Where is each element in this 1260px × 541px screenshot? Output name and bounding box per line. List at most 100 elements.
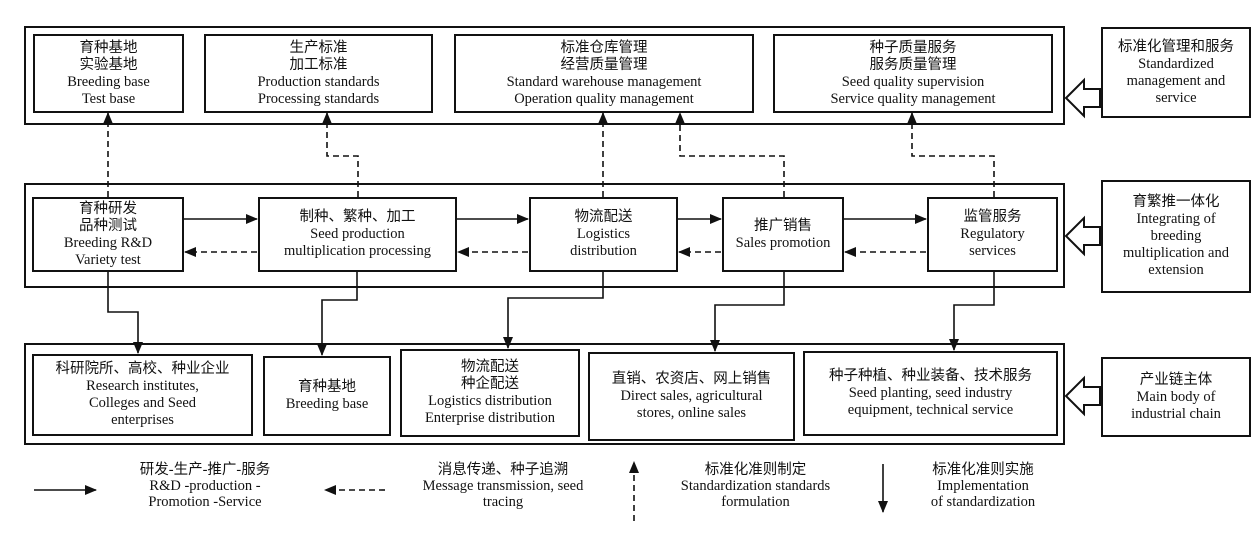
- text-line: 育种基地: [298, 379, 356, 395]
- text-line: of standardization: [930, 494, 1036, 510]
- text-line: 物流配送: [461, 359, 519, 375]
- hollow-arrow-top: [1064, 77, 1101, 119]
- text-line: 品种测试: [79, 217, 137, 234]
- box-enterprise-distribution: 物流配送 种企配送 Logistics distribution Enterpr…: [400, 349, 580, 437]
- text-line: service: [1155, 89, 1197, 106]
- text-line: distribution: [570, 243, 637, 259]
- text-line: 直销、农资店、网上销售: [611, 371, 772, 387]
- legend-standardization-formulation-text: 标准化准则制定 Standardization standards formul…: [643, 462, 868, 510]
- text-line: Production standards: [257, 73, 380, 90]
- text-line: multiplication processing: [284, 243, 431, 259]
- box-warehouse-management: 标准仓库管理 经营质量管理 Standard warehouse managem…: [454, 34, 754, 113]
- text-line: Promotion -Service: [148, 494, 262, 510]
- hollow-arrow-middle: [1064, 215, 1101, 257]
- text-line: enterprises: [111, 412, 174, 428]
- box-logistics-distribution: 物流配送 Logistics distribution: [529, 197, 678, 272]
- text-line: 育种研发: [79, 200, 137, 217]
- text-line: Integrating of: [1136, 211, 1216, 227]
- text-line: Seed planting, seed industry: [848, 385, 1013, 401]
- text-line: 育繁推一体化: [1132, 194, 1220, 210]
- text-line: Direct sales, agricultural: [620, 388, 763, 404]
- text-line: equipment, technical service: [847, 402, 1014, 418]
- text-line: Breeding R&D: [63, 234, 153, 251]
- row-frame-bottom: [24, 343, 1065, 445]
- text-line: 推广销售: [754, 217, 812, 234]
- box-breeding-test-base: 育种基地 实验基地 Breeding base Test base: [33, 34, 184, 113]
- hollow-side-arrows: [1064, 77, 1101, 417]
- text-line: Standardization standards: [680, 478, 831, 494]
- text-line: 生产标准: [289, 39, 348, 56]
- text-line: Regulatory: [960, 226, 1025, 242]
- legend-implementation-text: 标准化准则实施 Implementation of standardizatio…: [893, 462, 1073, 510]
- arrow-logistics-to-distribution: [503, 272, 604, 349]
- box-regulatory-services: 监管服务 Regulatory services: [927, 197, 1058, 272]
- text-line: Test base: [81, 90, 136, 107]
- text-line: services: [969, 243, 1016, 259]
- text-line: Seed quality supervision: [841, 73, 985, 90]
- text-line: Colleges and Seed: [88, 395, 197, 411]
- text-line: Message transmission, seed: [422, 478, 584, 494]
- box-direct-sales: 直销、农资店、网上销售 Direct sales, agricultural s…: [588, 352, 795, 441]
- side-label-standardized-management: 标准化管理和服务 Standardized management and ser…: [1101, 27, 1251, 118]
- text-line: 经营质量管理: [560, 56, 648, 73]
- hollow-arrow-bottom: [1064, 375, 1101, 417]
- text-line: 实验基地: [79, 56, 138, 73]
- text-line: Logistics: [576, 226, 631, 242]
- legend-glyphs: [34, 461, 888, 521]
- text-line: Standard warehouse management: [506, 73, 702, 90]
- text-line: Processing standards: [257, 90, 380, 107]
- text-line: Seed production: [310, 226, 405, 242]
- text-line: 育种基地: [79, 39, 138, 56]
- arrow-sales-to-direct-sales: [710, 272, 785, 352]
- text-line: Variety test: [75, 251, 141, 268]
- text-line: Implementation: [937, 478, 1029, 494]
- side-label-integrating-breeding: 育繁推一体化 Integrating of breeding multiplic…: [1101, 180, 1251, 293]
- text-line: Sales promotion: [735, 234, 831, 251]
- text-line: R&D -production -: [149, 478, 261, 494]
- text-line: 消息传递、种子追溯: [437, 462, 569, 478]
- arrow-production-to-standards: [322, 112, 359, 197]
- arrow-sales-to-warehouse: [675, 112, 785, 197]
- text-line: 标准仓库管理: [560, 39, 648, 56]
- text-line: Enterprise distribution: [424, 410, 556, 426]
- text-line: Research institutes,: [86, 378, 199, 394]
- box-seed-production: 制种、繁种、加工 Seed production multiplication …: [258, 197, 457, 272]
- text-line: stores, online sales: [636, 405, 747, 421]
- text-line: formulation: [721, 494, 790, 510]
- text-line: Service quality management: [830, 90, 996, 107]
- text-line: Main body of: [1136, 388, 1216, 405]
- text-line: 服务质量管理: [869, 56, 957, 73]
- text-line: Breeding base: [67, 73, 150, 90]
- text-line: 标准化准则制定: [704, 462, 807, 478]
- text-line: 加工标准: [289, 56, 348, 73]
- text-line: breeding: [1150, 228, 1202, 244]
- row-frame-middle: [24, 183, 1065, 288]
- row-frame-top: [24, 26, 1065, 125]
- text-line: 科研院所、高校、种业企业: [55, 361, 230, 377]
- text-line: 监管服务: [963, 209, 1022, 225]
- text-line: multiplication and: [1123, 245, 1229, 261]
- text-line: 种子种植、种业装备、技术服务: [829, 368, 1032, 384]
- text-line: tracing: [482, 494, 524, 510]
- arrow-rd-to-research: [107, 272, 143, 354]
- legend-rd-production-text: 研发-生产-推广-服务 R&D -production - Promotion …: [100, 462, 310, 510]
- text-line: Operation quality management: [514, 90, 694, 107]
- text-line: Breeding base: [285, 396, 369, 412]
- box-sales-promotion: 推广销售 Sales promotion: [722, 197, 844, 272]
- text-line: industrial chain: [1131, 405, 1221, 422]
- box-seed-quality-service: 种子质量服务 服务质量管理 Seed quality supervision S…: [773, 34, 1053, 113]
- text-line: management and: [1126, 72, 1226, 89]
- text-line: 研发-生产-推广-服务: [139, 462, 271, 478]
- box-breeding-base: 育种基地 Breeding base: [263, 356, 391, 436]
- arrow-regulatory-to-planting: [949, 272, 995, 351]
- side-label-main-body: 产业链主体 Main body of industrial chain: [1101, 357, 1251, 437]
- box-production-standards: 生产标准 加工标准 Production standards Processin…: [204, 34, 433, 113]
- box-breeding-rd: 育种研发 品种测试 Breeding R&D Variety test: [32, 197, 184, 272]
- arrow-regulatory-to-quality: [907, 112, 995, 197]
- text-line: Logistics distribution: [428, 393, 552, 409]
- text-line: 制种、繁种、加工: [299, 209, 416, 225]
- text-line: Standardized: [1138, 55, 1214, 72]
- box-seed-planting: 种子种植、种业装备、技术服务 Seed planting, seed indus…: [803, 351, 1058, 436]
- text-line: 种子质量服务: [869, 39, 957, 56]
